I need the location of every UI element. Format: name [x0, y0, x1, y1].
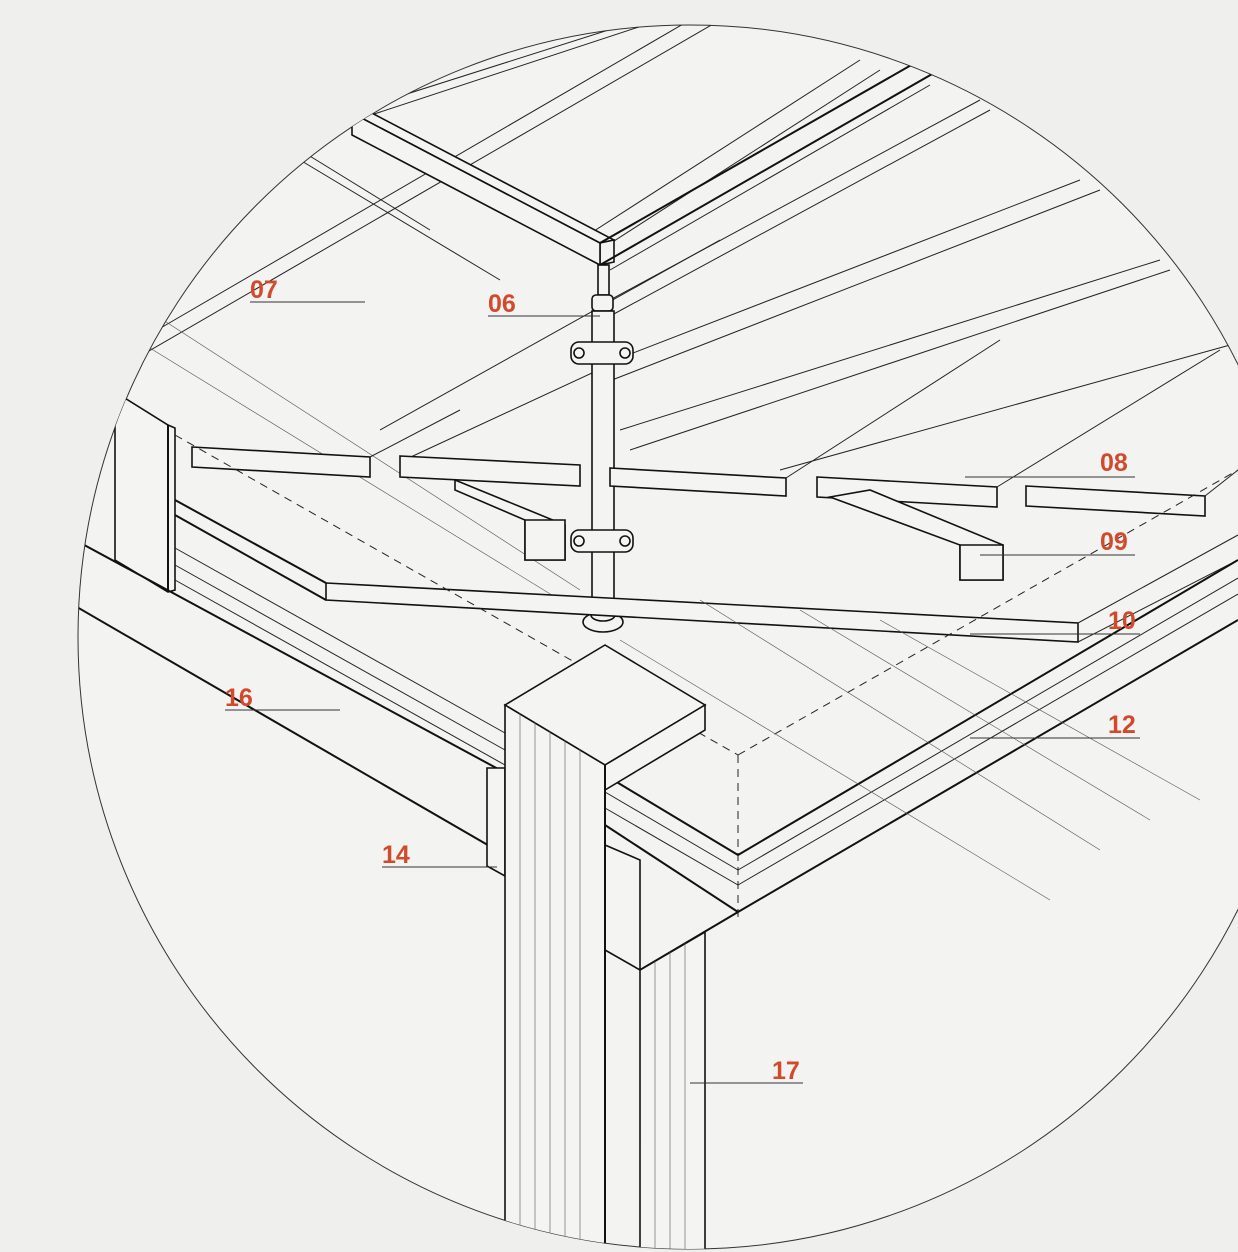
detail-linework — [78, 25, 1238, 1249]
callout-07: 07 — [250, 276, 278, 304]
callout-leaders — [225, 301, 1140, 1084]
floor-decking — [129, 25, 1231, 601]
joists — [454, 478, 1004, 581]
callout-06: 06 — [488, 290, 516, 318]
callout-09: 09 — [1100, 528, 1128, 556]
beam — [486, 767, 739, 972]
callout-16: 16 — [225, 684, 253, 712]
column — [503, 644, 707, 1249]
callout-08: 08 — [1100, 449, 1128, 477]
callout-17: 17 — [772, 1057, 800, 1085]
callout-14: 14 — [382, 841, 410, 869]
callout-labels: 07 06 08 09 10 16 12 14 17 — [225, 276, 1136, 1085]
glass-clamp-upper — [570, 341, 634, 365]
slab-courses — [78, 539, 1238, 913]
balustrade-post — [570, 264, 634, 633]
callout-12: 12 — [1108, 711, 1136, 739]
callout-10: 10 — [1108, 607, 1136, 635]
glass-clamp-lower — [570, 529, 634, 553]
